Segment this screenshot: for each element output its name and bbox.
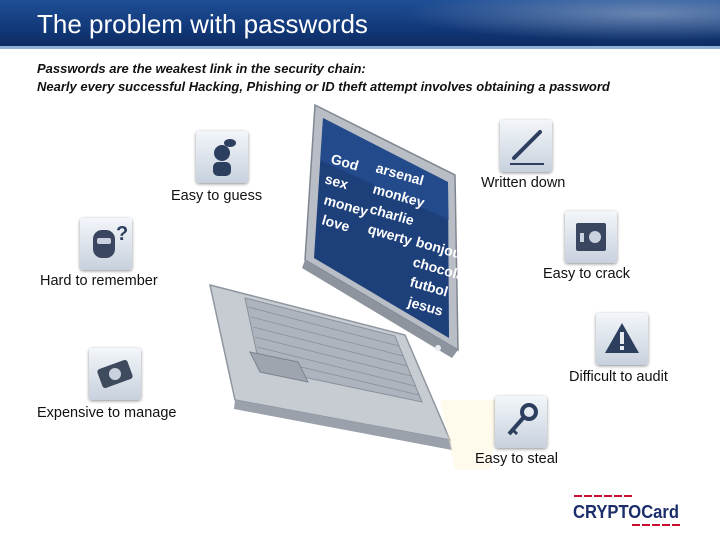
page-title: The problem with passwords <box>37 9 368 39</box>
subtitle-line-1: Passwords are the weakest link in the se… <box>37 61 366 76</box>
confused-head-icon: ? <box>80 218 132 270</box>
label-expensive-to-manage: Expensive to manage <box>37 405 177 421</box>
keys-icon <box>495 396 547 448</box>
svg-text:?: ? <box>116 223 128 245</box>
screen-word: God <box>329 151 360 174</box>
money-icon <box>89 348 141 400</box>
label-difficult-to-audit: Difficult to audit <box>569 369 668 385</box>
label-written-down: Written down <box>481 175 566 191</box>
subtitle-line-2: Nearly every successful Hacking, Phishin… <box>37 79 610 94</box>
guess-person-icon <box>196 131 248 183</box>
screen-word: sex <box>323 171 350 193</box>
laptop-illustration: God sex money love arsenal monkey charli… <box>209 103 500 470</box>
cryptocard-logo: CRYPTOCard <box>573 495 680 526</box>
title-bar: The problem with passwords <box>0 0 720 46</box>
title-glow <box>360 0 720 46</box>
screen-word: love <box>320 212 352 235</box>
warning-icon <box>596 313 648 365</box>
label-easy-to-crack: Easy to crack <box>543 266 631 282</box>
label-hard-to-remember: Hard to remember <box>40 273 158 289</box>
subtitle: Passwords are the weakest link in the se… <box>37 60 610 96</box>
svg-text:CRYPTOCard: CRYPTOCard <box>573 502 679 522</box>
label-easy-to-steal: Easy to steal <box>475 451 559 467</box>
safe-icon <box>565 211 617 263</box>
title-divider <box>0 46 720 49</box>
label-easy-to-guess: Easy to guess <box>171 188 263 204</box>
pen-icon <box>500 120 552 172</box>
